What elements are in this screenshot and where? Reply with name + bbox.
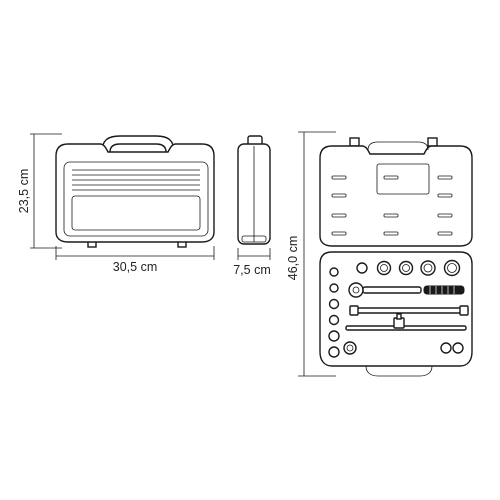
socket-column-left xyxy=(328,267,340,358)
closed-case-front-view xyxy=(55,135,215,248)
socket xyxy=(420,260,436,276)
lid-panel xyxy=(319,145,473,247)
socket-row-top xyxy=(356,259,461,277)
open-height-label: 46,0 cm xyxy=(286,236,300,280)
socket xyxy=(452,342,464,354)
depth-label: 7,5 cm xyxy=(233,263,271,277)
dimension-open-height: 46,0 cm xyxy=(286,131,336,377)
extension-bar xyxy=(349,305,469,316)
socket xyxy=(343,341,357,355)
ratchet-handle xyxy=(348,282,465,298)
socket xyxy=(329,267,339,277)
socket xyxy=(440,342,452,354)
case-ribs xyxy=(72,169,200,191)
closed-width-label: 30,5 cm xyxy=(113,260,157,274)
case-side-view xyxy=(237,135,271,245)
socket xyxy=(329,283,339,293)
dimension-closed-width: 30,5 cm xyxy=(55,246,215,274)
lid-label-recess xyxy=(376,163,430,195)
lid-slots xyxy=(331,175,453,236)
dimension-depth: 7,5 cm xyxy=(233,248,271,277)
t-bar-extension xyxy=(345,313,467,331)
socket xyxy=(356,262,368,274)
socket xyxy=(328,330,340,342)
lid-handle xyxy=(367,141,429,151)
case-label-area xyxy=(71,195,201,231)
closed-height-label: 23,5 cm xyxy=(17,169,31,213)
socket xyxy=(328,314,340,326)
socket xyxy=(398,260,414,276)
socket-row-bottom xyxy=(343,341,464,355)
open-case-view xyxy=(319,137,473,377)
case-body xyxy=(55,143,215,243)
socket xyxy=(443,259,461,277)
hinge xyxy=(349,137,360,147)
socket xyxy=(328,298,340,310)
dimension-closed-height: 23,5 cm xyxy=(17,133,62,249)
socket xyxy=(376,260,392,276)
base-handle xyxy=(365,365,433,377)
hinge xyxy=(427,137,438,147)
case-front-panel xyxy=(63,161,209,237)
case-handle-grip xyxy=(109,143,167,153)
socket xyxy=(328,346,340,358)
case-handle xyxy=(101,135,175,153)
